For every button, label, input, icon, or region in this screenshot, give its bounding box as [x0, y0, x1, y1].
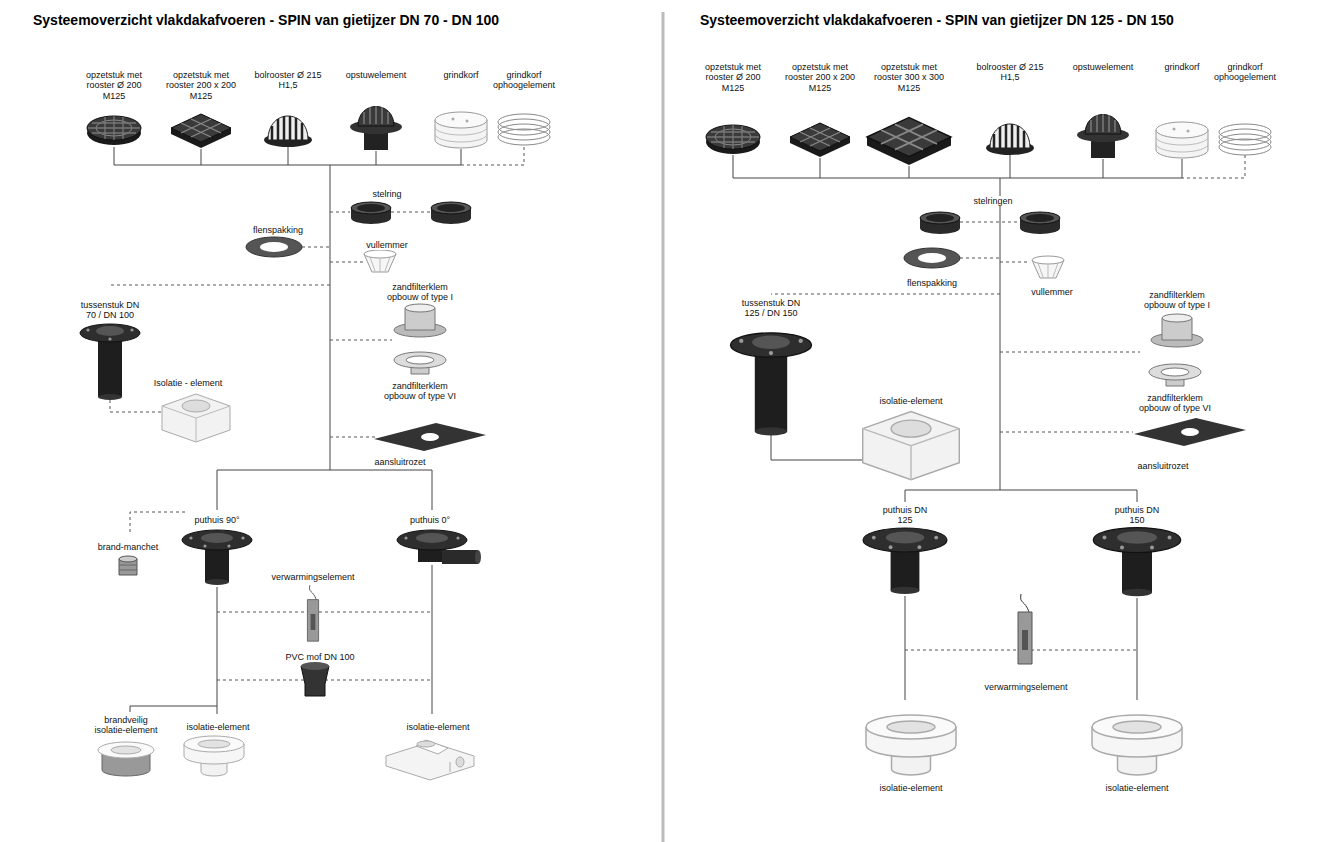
part-label: PVC mof DN 100	[284, 652, 355, 662]
fire-collar	[119, 556, 137, 575]
adjusting-ring	[431, 202, 471, 224]
clamp-type-i	[394, 304, 446, 337]
part-label: flenspakking	[252, 225, 304, 235]
insulation-element	[1092, 715, 1182, 775]
panel-title: Systeemoverzicht vlakdakafvoeren - SPIN …	[33, 12, 499, 29]
part-label: grindkorf ophoogelement	[488, 70, 560, 91]
pvc-socket	[301, 662, 329, 696]
part-label: isolatie-element	[878, 783, 943, 793]
dome-grate	[986, 124, 1034, 155]
part-label: tussenstuk DN 125 / DN 150	[735, 298, 807, 319]
part-label: grindkorf ophoogelement	[1209, 62, 1281, 83]
drain-body-dn150	[1093, 528, 1181, 597]
weir-element	[1077, 114, 1129, 158]
part-label: flenspakking	[906, 278, 958, 288]
intermediate-piece	[731, 333, 812, 436]
part-label: opstuwelement	[1072, 62, 1135, 72]
part-label: opzetstuk met rooster Ø 200 M125	[697, 62, 769, 93]
connection-sheet	[374, 423, 486, 451]
part-label: opzetstuk met rooster 200 x 200 M125	[163, 70, 240, 101]
leaf-bucket	[1032, 256, 1064, 278]
part-label: zandfilterklem opbouw of type I	[379, 282, 461, 303]
drain-body-90	[182, 530, 252, 585]
fireproof-insulation	[98, 742, 154, 776]
part-label: vullemmer	[1030, 287, 1074, 297]
dashed-leader-lines	[771, 155, 1245, 650]
adjusting-ring	[1020, 212, 1060, 234]
part-label: aansluitrozet	[373, 457, 426, 467]
part-label: zandfilterklem opbouw of type VI	[1134, 393, 1216, 414]
clamp-type-vi	[394, 352, 446, 374]
part-label: isolatie-element	[1104, 783, 1169, 793]
clamp-type-vi	[1149, 364, 1201, 386]
adjusting-ring	[351, 202, 391, 224]
heating-element	[1018, 594, 1032, 664]
part-label: puthuis DN 150	[1111, 505, 1163, 526]
square-grate-large	[867, 117, 951, 165]
part-label: isolatie-element	[185, 722, 250, 732]
gravel-basket-extension	[498, 114, 550, 145]
leaf-bucket	[364, 250, 396, 272]
intermediate-piece	[80, 324, 140, 400]
heating-element	[307, 585, 318, 641]
part-label: Isolatie - element	[153, 378, 224, 388]
part-label: opzetstuk met rooster 200 x 200 M125	[782, 62, 859, 93]
insulation-element	[184, 736, 244, 776]
drain-body-0	[397, 530, 481, 564]
part-label: zandfilterklem opbouw of type I	[1136, 290, 1218, 311]
flange-gasket	[904, 248, 960, 268]
part-label: grindkorf	[442, 70, 479, 80]
part-label: opzetstuk met rooster Ø 200 M125	[78, 70, 150, 101]
solid-leader-lines	[733, 155, 1182, 700]
gravel-basket	[435, 112, 487, 148]
part-label: aansluitrozet	[1136, 461, 1189, 471]
part-label: brand-manchet	[97, 542, 160, 552]
insulation-element	[386, 740, 474, 780]
clamp-type-i	[1151, 314, 1203, 347]
round-grate	[87, 116, 141, 145]
insulation-block	[863, 412, 960, 480]
part-label: tussenstuk DN 70 / DN 100	[75, 300, 145, 321]
drain-body-dn125	[863, 528, 947, 594]
part-label: isolatie-element	[405, 722, 470, 732]
part-label: verwarmingselement	[270, 572, 355, 582]
panel-title: Systeemoverzicht vlakdakafvoeren - SPIN …	[700, 12, 1174, 29]
part-label: stelring	[371, 189, 402, 199]
connection-sheet	[1134, 418, 1246, 446]
part-label: opstuwelement	[345, 70, 408, 80]
part-label: vullemmer	[365, 240, 409, 250]
part-label: puthuis 90°	[193, 515, 240, 525]
panel-divider	[662, 12, 665, 842]
insulation-element	[866, 715, 956, 775]
gravel-basket-extension	[1219, 124, 1271, 155]
part-label: opzetstuk met rooster 300 x 300 M125	[871, 62, 948, 93]
part-label: brandveilig isolatie-element	[90, 715, 162, 736]
flange-gasket	[246, 237, 302, 257]
part-label: stelringen	[972, 196, 1013, 206]
part-label: puthuis 0°	[409, 515, 451, 525]
round-grate	[706, 125, 760, 154]
part-label: grindkorf	[1163, 62, 1200, 72]
weir-element	[350, 106, 402, 150]
insulation-block	[162, 394, 230, 442]
dashed-leader-lines	[110, 147, 524, 680]
gravel-basket	[1156, 122, 1208, 158]
square-grate	[790, 123, 850, 157]
dome-grate	[264, 116, 312, 147]
part-label: bolrooster Ø 215 H1,5	[971, 62, 1049, 83]
square-grate	[171, 114, 231, 148]
part-label: zandfilterklem opbouw of type VI	[379, 381, 461, 402]
part-label: isolatie-element	[878, 396, 943, 406]
adjusting-ring	[920, 212, 960, 234]
part-label: bolrooster Ø 215 H1,5	[249, 70, 327, 91]
part-label: verwarmingselement	[983, 682, 1068, 692]
part-label: puthuis DN 125	[879, 505, 931, 526]
